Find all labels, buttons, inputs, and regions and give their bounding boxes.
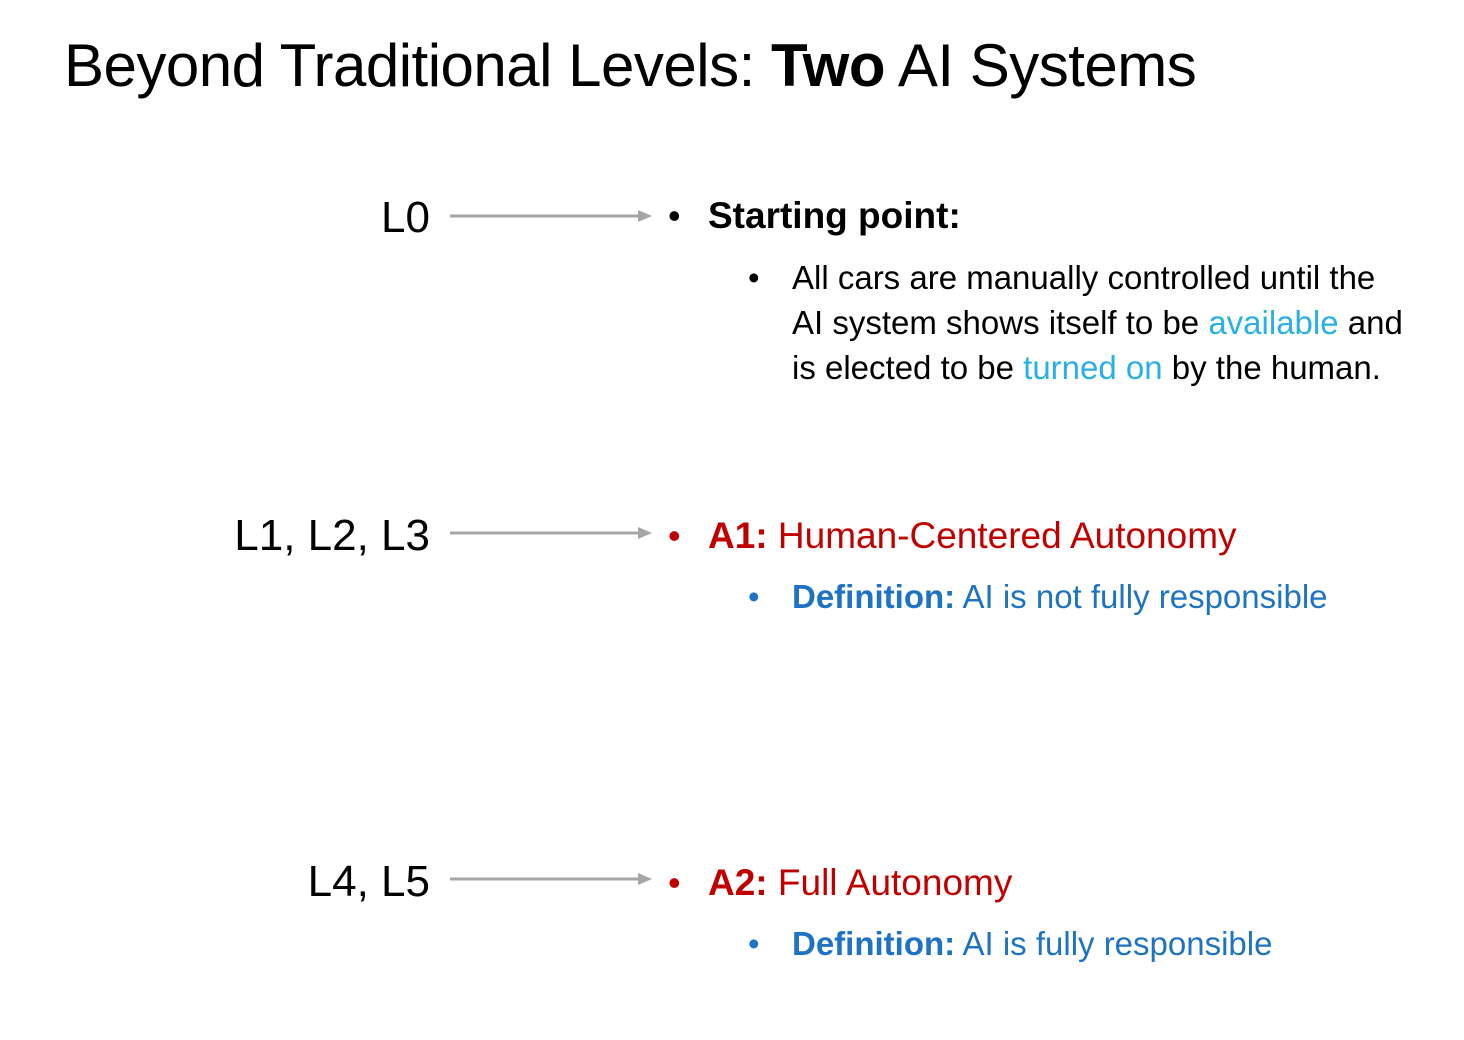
sub-bullet-icon: • (748, 259, 760, 296)
title-part-1: Beyond Traditional Levels: (64, 32, 771, 99)
description-text-1: All cars are manually controlled until t… (792, 259, 1376, 341)
a2-title: Full Autonomy (767, 862, 1013, 903)
a2-definition: Definition: AI is fully responsible (792, 921, 1412, 966)
description-text-3: by the human. (1162, 349, 1381, 386)
definition-text: AI is fully responsible (955, 925, 1273, 962)
starting-point-description: All cars are manually controlled until t… (792, 255, 1412, 390)
bullet-icon: • (668, 515, 681, 556)
arrow-right-icon (450, 873, 652, 885)
title-bold-word: Two (770, 32, 886, 99)
bullet-icon: • (668, 862, 681, 903)
level-label-l4-l5: L4, L5 (307, 857, 430, 906)
a1-label: A1: (708, 515, 768, 556)
level-label-l1-l3: L1, L2, L3 (234, 511, 430, 560)
a1-item: • A1: Human-Centered Autonomy (668, 512, 1237, 560)
a1-title: Human-Centered Autonomy (767, 515, 1237, 556)
title-part-2: AI Systems (884, 32, 1197, 99)
definition-label: Definition: (792, 925, 956, 962)
slide-title: Beyond Traditional Levels: Two AI System… (64, 28, 1197, 104)
description-text-2: and is elected to be (792, 304, 1403, 386)
arrow-right-icon (450, 210, 652, 222)
a2-item: • A2: Full Autonomy (668, 859, 1012, 907)
sub-bullet-icon: • (748, 578, 760, 615)
a1-definition: Definition: AI is not fully responsible (792, 574, 1412, 619)
sub-bullet-icon: • (748, 925, 760, 962)
starting-point-item: • Starting point: (668, 192, 961, 240)
starting-point-heading: Starting point: (708, 195, 961, 236)
a2-label: A2: (708, 862, 768, 903)
a2-heading: A2: Full Autonomy (708, 862, 1012, 903)
a1-heading: A1: Human-Centered Autonomy (708, 515, 1237, 556)
bullet-icon: • (668, 195, 681, 236)
level-label-l0: L0 (381, 193, 430, 242)
definition-text: AI is not fully responsible (955, 578, 1328, 615)
arrow-right-icon (450, 527, 652, 539)
highlight-available: available (1208, 304, 1339, 341)
definition-label: Definition: (792, 578, 956, 615)
starting-point-label: Starting point: (708, 195, 961, 236)
highlight-turned-on: turned on (1023, 349, 1163, 386)
